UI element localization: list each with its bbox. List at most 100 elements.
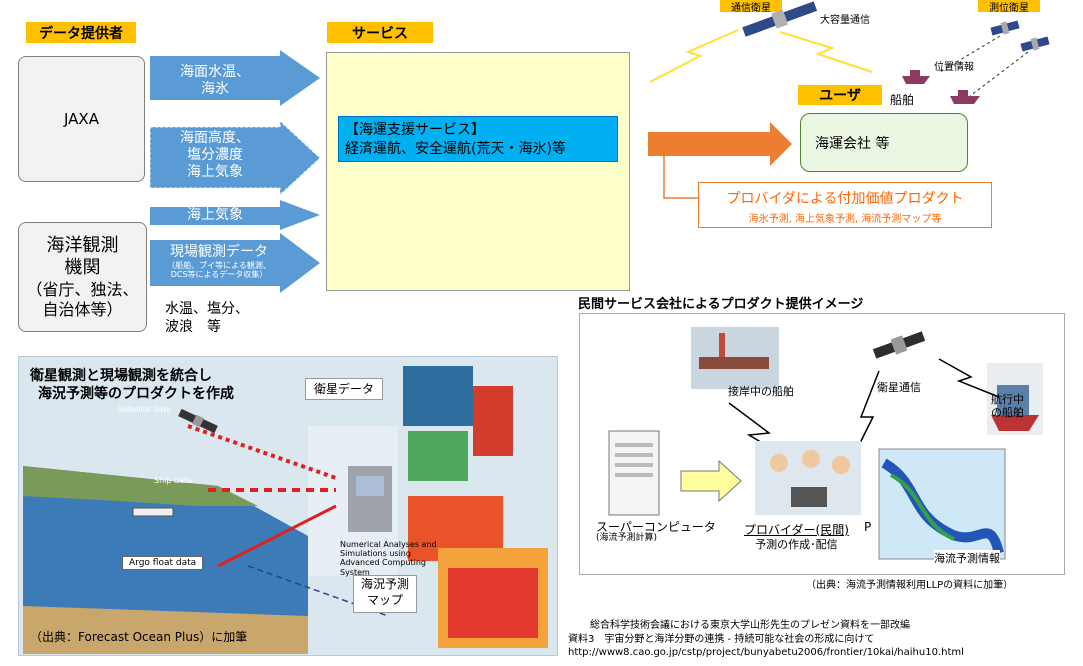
satellite-map-2 [473, 386, 513, 456]
user-box: 海運会社 等 [800, 113, 968, 172]
forecast-map-line-2: マップ [366, 592, 403, 607]
insitu-item-2: 波浪 等 [165, 319, 221, 336]
left-figure-heading: 衛星観測と現場観測を統合し 海況予測等のプロダクトを作成 [30, 367, 234, 403]
arrow-insitu-text: 現場観測データ （船舶、ブイ等による観測、 DCS等によるデータ収集） [150, 244, 288, 280]
left-heading-line-1: 衛星観測と現場観測を統合し [30, 368, 212, 384]
insitu-sub-2: DCS等によるデータ収集） [170, 270, 268, 280]
numerical-line-1: Numerical Analyses and [340, 540, 437, 549]
supercomputer-to-provider-arrow [680, 459, 742, 503]
ocean-obs-line-4: 自治体等） [42, 299, 123, 319]
value-added-connector [663, 156, 700, 199]
satellite-data-box: 衛星データ [305, 378, 383, 400]
comm-satellite-icon [742, 1, 818, 37]
service-title: 【海運支援サービス】 [345, 122, 485, 138]
sailing-ship-label: 航行中 の船舶 [991, 393, 1024, 419]
value-added-title: プロバイダによる付加価値プロダクト [726, 191, 964, 207]
supercomputer-title: スーパーコンピュータ [596, 520, 716, 534]
arrow-sea-weather [150, 200, 320, 230]
satellite-map-3 [408, 431, 468, 481]
arrow-height-line-3: 海上気象 [187, 163, 243, 180]
footer-line-2: 資料3 宇宙分野と海洋分野の連携 - 持続可能な社会の形成に向けて [568, 633, 875, 645]
jaxa-box: JAXA [18, 56, 145, 182]
numerical-label: Numerical Analyses and Simulations using… [340, 540, 437, 577]
insitu-item-1: 水温、塩分、 [165, 301, 249, 317]
seafloor [23, 606, 308, 654]
supercomputer-sub: (海流予測計算) [596, 533, 658, 544]
arrow-insitu [150, 233, 320, 293]
arrow-sea-weather-text: 海上気象 [187, 207, 243, 223]
ship-label: 船舶 [890, 93, 915, 107]
provider-arrows [149, 50, 321, 293]
service-label: サービス [327, 22, 433, 43]
numerical-line-3: Advanced Computing [340, 558, 426, 568]
left-heading-line-2: 海況予測等のプロダクトを作成 [38, 386, 234, 403]
data-provider-label: データ提供者 [26, 22, 136, 43]
ship-icon-2 [950, 90, 980, 104]
service-to-user-arrow [648, 122, 792, 199]
high-capacity-comm-label: 大容量通信 [820, 15, 870, 26]
coast-land [23, 466, 258, 506]
right-figure-source: （出典：海流予測情報利用LLPの資料に加筆） [806, 580, 1014, 591]
sailing-ship-line-2: の船舶 [991, 406, 1024, 420]
ocean-observation-box: 海洋観測 機関 （省庁、独法、 自治体等） [18, 222, 147, 332]
arrow-sst-text: 海面水温、 海氷 [150, 64, 280, 98]
right-figure-illustration [608, 327, 1043, 560]
zigzag-sat [854, 370, 880, 454]
positioning-satellite-icon-2 [1020, 36, 1050, 52]
positioning-satellite-label: 測位衛星 [978, 0, 1040, 14]
current-map-image [878, 448, 1006, 560]
insitu-items: 水温、塩分、 波浪 等 [165, 300, 249, 336]
user-label: ユーザ [798, 85, 882, 105]
ocean-obs-line-3: （省庁、独法、 [26, 279, 139, 299]
top-right-illustration [649, 1, 1050, 104]
argo-label: Argo float data [122, 556, 204, 570]
numerical-line-4: System [340, 567, 370, 577]
satellite-data-arrow [187, 424, 337, 480]
jaxa-label: JAXA [64, 110, 99, 128]
satellite-data-label: Satellite data [118, 405, 172, 414]
ocean-obs-line-1: 海洋観測 [46, 234, 119, 256]
p-mark: P [864, 520, 872, 534]
arrow-height-salinity [149, 119, 321, 197]
value-added-box: プロバイダによる付加価値プロダクト 海氷予測, 海上気象予測, 海流予測マップ等 [698, 182, 992, 228]
service-body: 経済運航、安全運航(荒天・海氷)等 [345, 140, 566, 157]
left-figure-source: （出典：Forecast Ocean Plus）に加筆 [30, 630, 248, 644]
footer-line-1: 総合科学技術会議における東京大学山形先生のプレゼン資料を一部改編 [590, 620, 910, 631]
arrow-height-line-2: 塩分濃度 [187, 146, 243, 163]
satellite-map-1 [403, 366, 473, 426]
left-figure-illustration [23, 366, 548, 654]
ship-data-label: Ship data [154, 476, 193, 485]
lightning-right [779, 31, 873, 73]
orange-arrow [648, 122, 792, 166]
current-info-label: 海流予測情報 [934, 550, 1000, 566]
provider-sub: 予測の作成･配信 [755, 538, 838, 551]
arrow-height-line-1: 海面高度、 [180, 130, 250, 146]
berthing-ship-label: 接岸中の船舶 [728, 385, 794, 398]
user-box-text: 海運会社 等 [815, 135, 890, 152]
insitu-sub-1: （船舶、ブイ等による観測、 [167, 260, 271, 270]
provider-title: プロバイダー(民間) [744, 523, 849, 537]
ocean-obs-line-2: 機関 [64, 257, 101, 278]
position-info-label: 位置情報 [934, 62, 974, 73]
footer-url: http://www8.cao.go.jp/cstp/project/bunya… [568, 647, 964, 658]
computer-panel [308, 426, 398, 576]
forecast-map-box: 海況予測 マップ [353, 575, 417, 613]
zigzag-ship [938, 358, 1000, 398]
value-added-sub: 海氷予測, 海上気象予測, 海流予測マップ等 [748, 214, 942, 225]
provider-label: プロバイダー(民間) 予測の作成･配信 [744, 523, 849, 552]
service-title-box: 【海運支援サービス】 経済運航、安全運航(荒天・海氷)等 [338, 116, 618, 162]
sat-comm-label: 衛星通信 [877, 381, 921, 394]
sailing-ship-line-1: 航行中 [991, 393, 1024, 406]
insitu-title: 現場観測データ [170, 244, 268, 260]
numerical-line-2: Simulations using [340, 549, 411, 559]
footer-notes: 総合科学技術会議における東京大学山形先生のプレゼン資料を一部改編 資料3 宇宙分… [568, 619, 964, 660]
arrow-sst [150, 50, 320, 106]
argo-data-arrow [217, 504, 337, 568]
ship-data-ship [132, 507, 174, 517]
sat-comm-icon [872, 331, 926, 359]
positioning-satellite-icon-1 [990, 20, 1020, 36]
forecast-map-line-1: 海況予測 [360, 577, 409, 591]
ship-icon-1 [902, 70, 930, 84]
argo-satellite-icon [178, 408, 218, 434]
arrow-height-text: 海面高度、 塩分濃度 海上気象 [150, 130, 280, 180]
